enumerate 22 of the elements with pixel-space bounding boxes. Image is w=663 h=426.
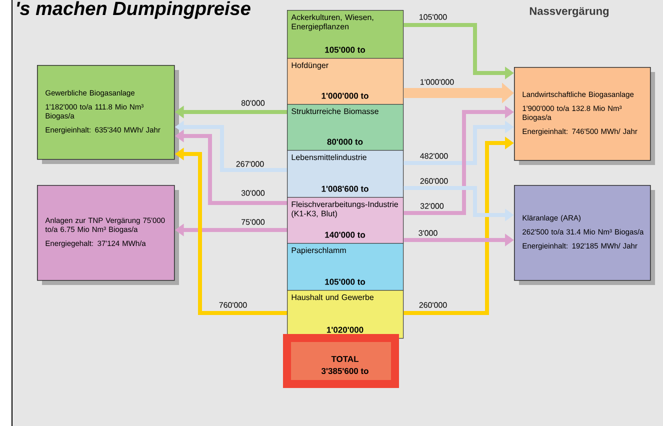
edge-label: 3'000 (418, 230, 438, 236)
edge-label: 32'000 (420, 203, 444, 209)
source-box: Fleischverarbeitungs-Industrie (K1-K3, Blut) 140'000 to (287, 197, 404, 244)
section-heading: Nassvergärung (530, 7, 609, 18)
edge-label: 80'000 (241, 100, 265, 106)
source-box: Ackerkulturen, Wiesen, Energiepflanzen 105'000 to (287, 10, 404, 59)
source-box: Lebensmittelindustrie 1'008'600 to (287, 150, 404, 198)
edge-label: 105'000 (420, 14, 447, 20)
edge-label: 30'000 (241, 190, 265, 196)
edge-label: 760'000 (219, 302, 247, 308)
edge-label: 260'000 (419, 302, 447, 308)
total-box: TOTAL 3'385'600 to (283, 334, 399, 388)
edge-label: 1'000'000 (420, 79, 454, 85)
source-box: Strukturreiche Biomasse 80'000 to (287, 104, 404, 151)
edge-label: 75'000 (242, 219, 265, 225)
edge-label: 260'000 (420, 178, 448, 184)
source-box: Hofdünger 1'000'000 to (287, 58, 404, 105)
source-box: Haushalt und Gewerbe 1'020'000 (287, 290, 404, 339)
edge-label: 482'000 (420, 153, 448, 159)
edge-label: 267'000 (236, 161, 264, 167)
source-box: Papierschlamm 105'000 to (287, 243, 404, 291)
title: 's machen Dumpingpreise (17, 1, 250, 19)
